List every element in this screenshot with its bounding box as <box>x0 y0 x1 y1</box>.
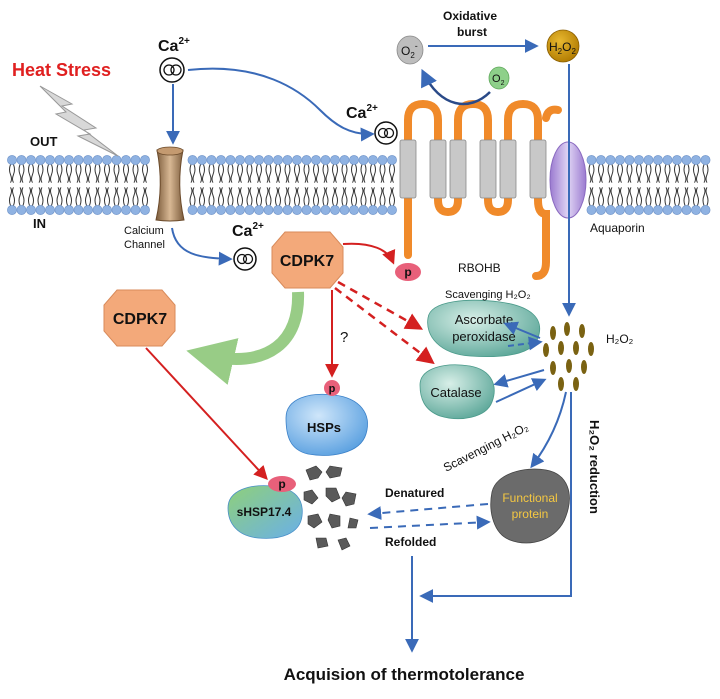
in-label: IN <box>33 216 46 231</box>
shsp-phospho-label: p <box>278 477 285 491</box>
rbohb-helices <box>399 139 547 199</box>
cdpk7-main-node <box>271 231 344 289</box>
denatured-label: Denatured <box>385 486 444 500</box>
hsps-phospho-label: p <box>329 383 336 395</box>
hsps-blob <box>285 393 368 456</box>
uncertain-link-mark: ? <box>340 329 348 346</box>
rbohb-loops <box>404 99 550 280</box>
calcium-channel-label-1: Calcium <box>124 225 164 237</box>
ascorbate-label-2: peroxidase <box>452 329 516 344</box>
functional-label-2: protein <box>512 507 549 521</box>
svg-text:Ca2+: Ca2+ <box>158 36 190 55</box>
shsp-blob <box>227 485 303 539</box>
svg-text:Ca2+: Ca2+ <box>232 221 264 240</box>
arrow-h2o2-to-catalase <box>493 369 545 388</box>
cdpk7-secondary-label: CDPK7 <box>113 311 167 328</box>
oxidative-label-2: burst <box>457 25 487 39</box>
oxygen-label: O2 <box>492 73 505 87</box>
arrow-o2-to-superoxide <box>421 68 491 106</box>
h2o2-droplet-label: H₂O₂ <box>606 332 634 346</box>
ascorbate-label-1: Ascorbate <box>455 312 514 327</box>
arrow-refolded <box>369 515 491 530</box>
arrow-cdpk7-translocation <box>186 291 305 385</box>
arrow-cdpk7-to-shsp <box>145 347 268 481</box>
arrow-apx-to-h2o2 <box>507 336 543 351</box>
scavenging-label-top: Scavenging H₂O₂ <box>445 289 531 301</box>
oxygen-molecule <box>488 66 510 90</box>
functional-protein-blob <box>490 468 570 544</box>
calcium-ion-top: Ca2+ <box>158 36 190 83</box>
heat-stress-label: Heat Stress <box>12 60 111 80</box>
calcium-channel <box>155 148 185 222</box>
h2o2-molecule-label: H2O2 <box>549 40 576 56</box>
arrow-catalase-to-h2o2 <box>495 378 547 403</box>
outcome-label: Acquision of thermotolerance <box>284 665 525 684</box>
lipid-bilayer <box>7 155 711 215</box>
calcium-ion-rbohb: Ca2+ <box>346 103 398 145</box>
h2o2-molecule <box>546 29 580 63</box>
rbohb-phospho-label: p <box>404 265 411 279</box>
calcium-channel-top <box>156 146 184 156</box>
hsps-phospho-mark <box>324 380 340 396</box>
superoxide-molecule <box>396 35 424 65</box>
aquaporin-label: Aquaporin <box>590 221 645 235</box>
catalase-blob <box>419 364 495 419</box>
catalase-label: Catalase <box>430 385 481 400</box>
h2o2-droplet-cluster <box>543 322 594 391</box>
heat-bolt-icon <box>39 85 119 157</box>
h2o2-reduction-label: H₂O₂ reduction <box>587 420 602 514</box>
cdpk7-secondary-node <box>103 289 176 347</box>
oxidative-label-1: Oxidative <box>443 9 497 23</box>
arrow-h2o2-to-apx <box>503 321 541 339</box>
rbohb-label: RBOHB <box>458 261 501 275</box>
refolded-label: Refolded <box>385 535 436 549</box>
superoxide-label: O2- <box>401 41 418 60</box>
out-label: OUT <box>30 134 58 149</box>
shsp-label: sHSP17.4 <box>237 505 292 519</box>
arrow-h2o2-reduction <box>419 392 572 603</box>
svg-text:Ca2+: Ca2+ <box>346 103 378 122</box>
scavenging-label-bottom: Scavenging H₂O₂ <box>441 420 531 475</box>
cdpk7-main-label: CDPK7 <box>280 253 334 270</box>
calcium-ion-inside: Ca2+ <box>232 221 264 271</box>
hsps-label: HSPs <box>307 420 341 435</box>
rbohb-phospho-mark <box>395 263 421 281</box>
shsp-phospho-mark <box>268 476 296 492</box>
arrow-ca-to-rbohb <box>187 67 375 142</box>
arrow-cdpk7-to-apx <box>337 280 424 330</box>
arrow-channel-to-ca-inside <box>171 227 233 266</box>
arrow-cdpk7-to-rbohb <box>342 242 396 265</box>
functional-label-1: Functional <box>502 491 557 505</box>
calcium-channel-label-2: Channel <box>124 239 165 251</box>
arrow-denatured <box>367 503 489 521</box>
rbohb-tail <box>542 105 562 122</box>
denatured-protein-aggregates <box>303 465 359 551</box>
arrow-cdpk7-to-catalase <box>334 287 435 365</box>
arrow-h2o2-to-functional-protein <box>530 391 567 469</box>
